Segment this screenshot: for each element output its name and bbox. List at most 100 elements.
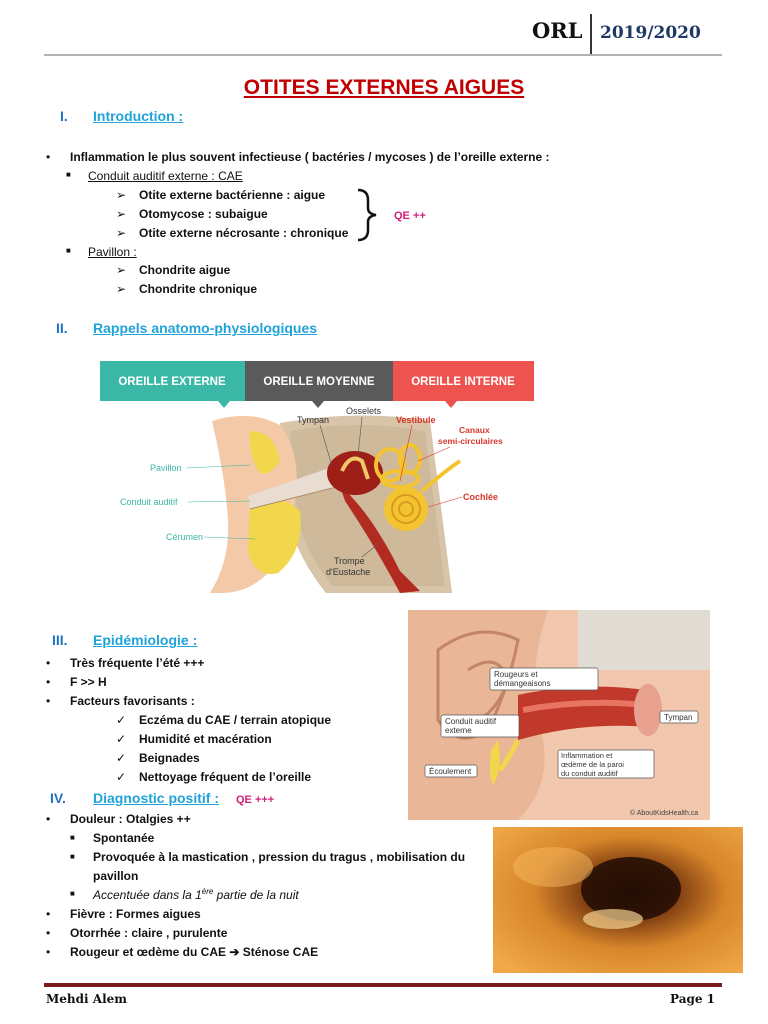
- label-conduit: du conduit auditif: [561, 769, 619, 778]
- section-4-title: Diagnostic positif :: [93, 790, 219, 806]
- arrow-bullet-icon: ➢: [116, 188, 127, 202]
- checkmark-icon: ✓: [116, 732, 127, 746]
- label-osselets: Osselets: [346, 406, 382, 416]
- arrow-right-icon: ➔: [229, 945, 240, 959]
- pavillon-item: Chondrite aigue: [139, 263, 231, 277]
- douleur-sub: pavillon: [93, 869, 139, 883]
- bullet-icon: •: [46, 150, 51, 164]
- qe-badge: QE ++: [394, 210, 426, 222]
- fievre-item: Fièvre : Formes aigues: [70, 907, 201, 921]
- douleur-item: Douleur : Otalgies ++: [70, 812, 191, 826]
- ear-canal: [248, 466, 340, 509]
- label-oedeme: œdème de la paroi: [561, 760, 624, 769]
- square-bullet-icon: ■: [66, 170, 71, 179]
- douleur-sub: Provoquée à la mastication , pression du…: [93, 850, 466, 864]
- section-2-number: II.: [56, 320, 68, 336]
- checkmark-icon: ✓: [116, 713, 127, 727]
- ear-anatomy-diagram: OREILLE EXTERNE OREILLE MOYENNE OREILLE …: [100, 361, 534, 593]
- bullet-icon: •: [46, 945, 51, 959]
- section-3-number: III.: [52, 632, 68, 648]
- qe-badge: QE +++: [236, 794, 275, 806]
- tab-label: OREILLE INTERNE: [411, 376, 515, 388]
- square-bullet-icon: ■: [66, 246, 71, 255]
- eustachian-tube: [340, 486, 420, 593]
- label-ecoulement: Écoulement: [429, 767, 472, 776]
- curly-brace-icon: [357, 188, 377, 242]
- tab-middle-ear: [245, 361, 393, 401]
- label-eustache: d'Eustache: [326, 567, 370, 577]
- header-divider: [590, 14, 592, 54]
- checkmark-icon: ✓: [116, 751, 127, 765]
- facteur-item: Nettoyage fréquent de l’oreille: [139, 770, 312, 784]
- bullet-icon: •: [46, 907, 51, 921]
- douleur-sub: Spontanée: [93, 831, 155, 845]
- bullet-icon: •: [46, 812, 51, 826]
- label-pavillon: Pavillon: [150, 463, 182, 473]
- bullet-icon: •: [46, 694, 51, 708]
- bullet-icon: •: [46, 656, 51, 670]
- label-conduit-auditif: Conduit auditif: [445, 717, 497, 726]
- square-bullet-icon: ■: [70, 852, 75, 861]
- arrow-bullet-icon: ➢: [116, 282, 127, 296]
- label-demangeaisons: démangeaisons: [494, 679, 550, 688]
- square-bullet-icon: ■: [70, 833, 75, 842]
- inflamed-canal: [518, 686, 658, 740]
- tab-label: OREILLE MOYENNE: [263, 376, 375, 388]
- arrow-bullet-icon: ➢: [116, 207, 127, 221]
- epidemio-item: F >> H: [70, 675, 107, 689]
- pavillon-item: Chondrite chronique: [139, 282, 257, 296]
- header-rule: [44, 54, 722, 56]
- cae-item: Otite externe nécrosante : chronique: [139, 226, 349, 240]
- section-1-title: Introduction :: [93, 108, 184, 124]
- bullet-icon: •: [46, 675, 51, 689]
- footer-page: Page 1: [670, 992, 716, 1006]
- section-2-title: Rappels anatomo-physiologiques: [93, 320, 318, 336]
- label-cerumen: Cérumen: [166, 532, 203, 542]
- cae-item: Otite externe bactérienne : aigue: [139, 188, 326, 202]
- accentuee-item: Accentuée dans la 1ère partie de la nuit: [93, 887, 299, 902]
- footer-author: Mehdi Alem: [46, 992, 127, 1006]
- otoscopy-photo: [493, 827, 743, 973]
- rougeur-item: Rougeur et œdème du CAE ➔ Sténose CAE: [70, 945, 319, 959]
- epidemio-item: Facteurs favorisants :: [70, 694, 195, 708]
- label-rougeurs: Rougeurs et: [494, 670, 538, 679]
- label-tympan: Tympan: [664, 713, 692, 722]
- cae-item: Otomycose : subaigue: [139, 207, 268, 221]
- label-cochlee: Cochlée: [463, 492, 498, 502]
- checkmark-icon: ✓: [116, 770, 127, 784]
- image-credit: © AboutKidsHealth.ca: [630, 809, 698, 817]
- label-inflammation: Inflammation et: [561, 751, 613, 760]
- footer-rule: [44, 983, 722, 987]
- label-externe: externe: [445, 726, 472, 735]
- label-vestibule: Vestibule: [396, 415, 436, 425]
- bullet-icon: •: [46, 926, 51, 940]
- arrow-bullet-icon: ➢: [116, 263, 127, 277]
- cae-label: Conduit auditif externe : CAE: [88, 169, 243, 183]
- label-tympan: Tympan: [297, 415, 329, 425]
- tab-label: OREILLE EXTERNE: [118, 376, 226, 388]
- facteur-item: Humidité et macération: [139, 732, 272, 746]
- arrow-bullet-icon: ➢: [116, 226, 127, 240]
- label-canaux: Canaux: [459, 425, 490, 435]
- label-trompe: Trompe: [334, 556, 365, 566]
- label-conduit-auditif: Conduit auditif: [120, 497, 178, 507]
- intro-main-bullet: Inflammation le plus souvent infectieuse…: [70, 150, 550, 164]
- tab-outer-ear: [100, 361, 245, 401]
- page-title: OTITES EXTERNES AIGUES: [243, 76, 525, 99]
- cochlea: [384, 487, 428, 531]
- facteur-item: Eczéma du CAE / terrain atopique: [139, 713, 332, 727]
- facteur-item: Beignades: [139, 751, 200, 765]
- section-1-number: I.: [60, 108, 68, 124]
- pavillon-label: Pavillon :: [88, 245, 137, 259]
- section-3-title: Epidémiologie :: [93, 632, 198, 648]
- epidemio-item: Très fréquente l’été +++: [70, 656, 205, 670]
- otitis-externa-diagram: Rougeurs et démangeaisons Tympan Conduit…: [408, 610, 710, 820]
- header-subject: ORL: [532, 18, 583, 43]
- section-4-number: IV.: [50, 790, 66, 806]
- tab-inner-ear: [393, 361, 534, 401]
- square-bullet-icon: ■: [70, 889, 75, 898]
- otorrhee-item: Otorrhée : claire , purulente: [70, 926, 228, 940]
- tympan-shape: [634, 684, 662, 736]
- label-semi-circulaires: semi-circulaires: [438, 436, 503, 446]
- header-year: 2019/2020: [600, 23, 701, 43]
